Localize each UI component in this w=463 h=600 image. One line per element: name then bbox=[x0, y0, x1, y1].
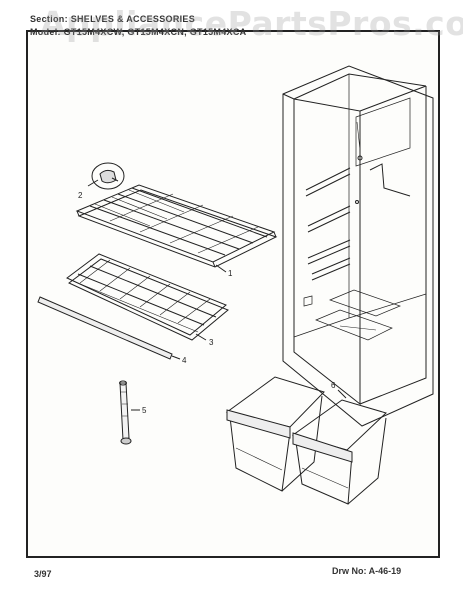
leader-6 bbox=[337, 389, 347, 399]
section-title: Section: SHELVES & ACCESSORIES bbox=[30, 14, 196, 24]
shelf-trim-strip bbox=[37, 296, 173, 360]
drawing-number: Drw No: A-46-19 bbox=[332, 566, 402, 576]
leader-3 bbox=[195, 333, 207, 341]
crisper-drawers bbox=[225, 376, 387, 505]
shelf-end-cap bbox=[91, 162, 125, 190]
callout-3: 3 bbox=[209, 338, 214, 347]
callout-4: 4 bbox=[182, 356, 187, 365]
leader-4 bbox=[171, 355, 181, 360]
revision-date: 3/97 bbox=[34, 569, 52, 579]
shelf-support-rod bbox=[119, 380, 132, 445]
callout-6: 6 bbox=[331, 381, 336, 390]
callout-1: 1 bbox=[228, 269, 233, 278]
callout-5: 5 bbox=[142, 406, 147, 415]
upper-wire-shelf bbox=[75, 184, 278, 268]
callout-2: 2 bbox=[78, 191, 83, 200]
watermark: AppliancePartsPros.com bbox=[40, 4, 463, 43]
model-line: Model: GT15M4XCW, GT15M4XCN, GT15M4XCA bbox=[30, 27, 247, 37]
lower-wire-shelf bbox=[66, 253, 229, 341]
leader-1 bbox=[215, 264, 227, 273]
diagram-frame bbox=[26, 30, 440, 558]
leader-2 bbox=[87, 179, 99, 187]
refrigerator-cabinet bbox=[282, 65, 434, 427]
